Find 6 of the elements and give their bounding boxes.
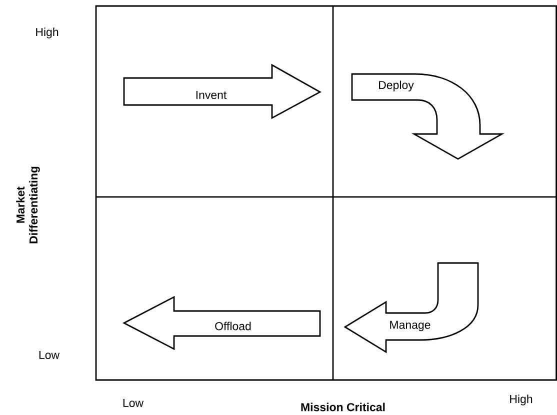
axis-tick-label: High	[36, 28, 58, 38]
axis-title: Market Differentiating	[16, 166, 40, 244]
axis-tick-label: High	[510, 394, 532, 406]
axis-tick-label: Low	[39, 350, 60, 359]
axis-tick-label: Low	[123, 398, 144, 407]
axis-title: Mission Critical	[301, 402, 385, 412]
